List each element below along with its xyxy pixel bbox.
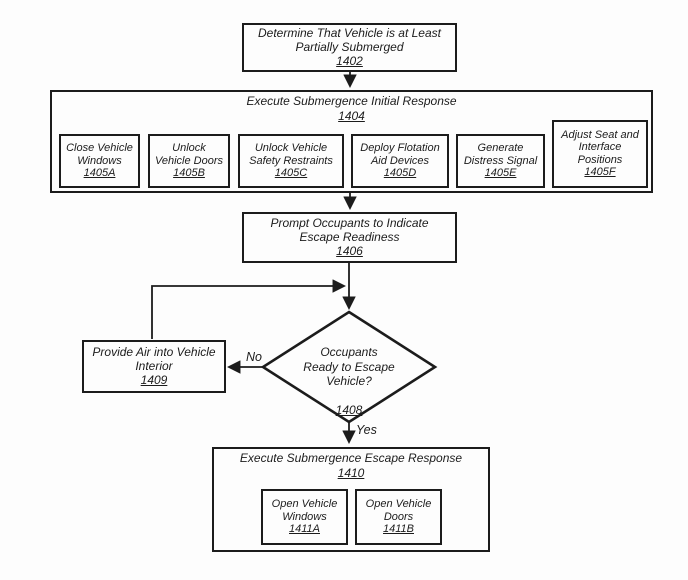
no-branch-label: No	[246, 350, 262, 364]
node-1406-ref: 1406	[336, 244, 363, 258]
node-1405d: Deploy Flotation Aid Devices 1405D	[351, 134, 449, 188]
node-1402-label: Determine That Vehicle is at Least Parti…	[258, 26, 441, 54]
node-1404-label: Execute Submergence Initial Response	[246, 94, 457, 108]
node-1405d-label: Deploy Flotation Aid Devices	[360, 142, 440, 167]
node-1404-ref: 1404	[338, 108, 365, 123]
node-1409: Provide Air into Vehicle Interior 1409	[82, 340, 226, 393]
node-1405e: Generate Distress Signal 1405E	[456, 134, 545, 188]
node-1405a-label: Close Vehicle Windows	[66, 142, 133, 167]
node-1411b-label: Open Vehicle Doors	[365, 498, 432, 523]
node-1411b-ref: 1411B	[383, 523, 414, 535]
node-1405b-ref: 1405B	[173, 167, 205, 179]
node-1405f-label: Adjust Seat and Interface Positions	[561, 128, 639, 166]
node-1405c-label: Unlock Vehicle Safety Restraints	[249, 142, 333, 167]
node-1408-label: Occupants Ready to Escape Vehicle?	[303, 345, 395, 388]
node-1409-label: Provide Air into Vehicle Interior	[92, 345, 216, 373]
node-1405c: Unlock Vehicle Safety Restraints 1405C	[238, 134, 344, 188]
node-1409-ref: 1409	[140, 373, 168, 387]
node-1405d-ref: 1405D	[383, 167, 417, 179]
edge-1409-feedback-loop	[151, 279, 347, 339]
node-1411a-label: Open Vehicle Windows	[271, 498, 338, 523]
node-1408-text: Occupants Ready to Escape Vehicle? 1408	[279, 331, 419, 417]
node-1405e-ref: 1405E	[484, 167, 517, 179]
node-1405a-ref: 1405A	[83, 167, 116, 179]
node-1404: Execute Submergence Initial Response 140…	[50, 90, 653, 193]
node-1411a: Open Vehicle Windows 1411A	[261, 489, 348, 545]
node-1405b-label: Unlock Vehicle Doors	[154, 142, 224, 167]
decision-diamond-1408	[260, 310, 438, 424]
yes-branch-label: Yes	[356, 423, 377, 437]
node-1405e-label: Generate Distress Signal	[463, 142, 538, 167]
node-1402: Determine That Vehicle is at Least Parti…	[242, 23, 457, 72]
node-1411b: Open Vehicle Doors 1411B	[355, 489, 442, 545]
node-1406-label: Prompt Occupants to Indicate Escape Read…	[270, 216, 429, 244]
node-1405b: Unlock Vehicle Doors 1405B	[148, 134, 230, 188]
node-1405c-ref: 1405C	[274, 167, 308, 179]
node-1402-ref: 1402	[336, 54, 363, 68]
node-1410-ref: 1410	[337, 465, 365, 480]
node-1411a-ref: 1411A	[289, 523, 320, 535]
node-1408-ref: 1408	[335, 402, 363, 417]
node-1405f-ref: 1405F	[584, 166, 616, 179]
node-1406: Prompt Occupants to Indicate Escape Read…	[242, 212, 457, 263]
node-1405f: Adjust Seat and Interface Positions 1405…	[552, 120, 648, 188]
node-1410-label: Execute Submergence Escape Response	[239, 451, 463, 465]
node-1410: Execute Submergence Escape Response 1410…	[212, 447, 490, 552]
node-1405a: Close Vehicle Windows 1405A	[59, 134, 140, 188]
